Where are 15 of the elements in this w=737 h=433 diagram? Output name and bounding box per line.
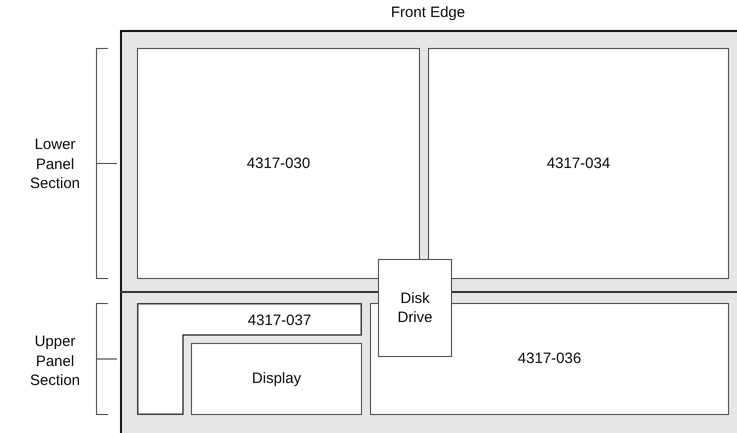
module-box bbox=[370, 303, 729, 415]
section-label: Upper Panel Section bbox=[28, 332, 82, 390]
module-label: 4317-030 bbox=[246, 154, 310, 174]
module-box bbox=[378, 259, 452, 357]
module-label: 4317-036 bbox=[518, 349, 582, 369]
section-label: Lower Panel Section bbox=[28, 135, 82, 194]
module-label: 4317-034 bbox=[546, 154, 610, 174]
module-box bbox=[137, 48, 420, 279]
module-label: Disk Drive bbox=[396, 288, 434, 328]
module-box bbox=[428, 48, 729, 279]
edge-label-text: Front Edge bbox=[390, 3, 466, 22]
module-label: 4317-037 bbox=[248, 311, 312, 330]
module-box bbox=[191, 343, 362, 415]
module-label: Display bbox=[252, 369, 302, 389]
l-shaped-module bbox=[137, 303, 362, 415]
